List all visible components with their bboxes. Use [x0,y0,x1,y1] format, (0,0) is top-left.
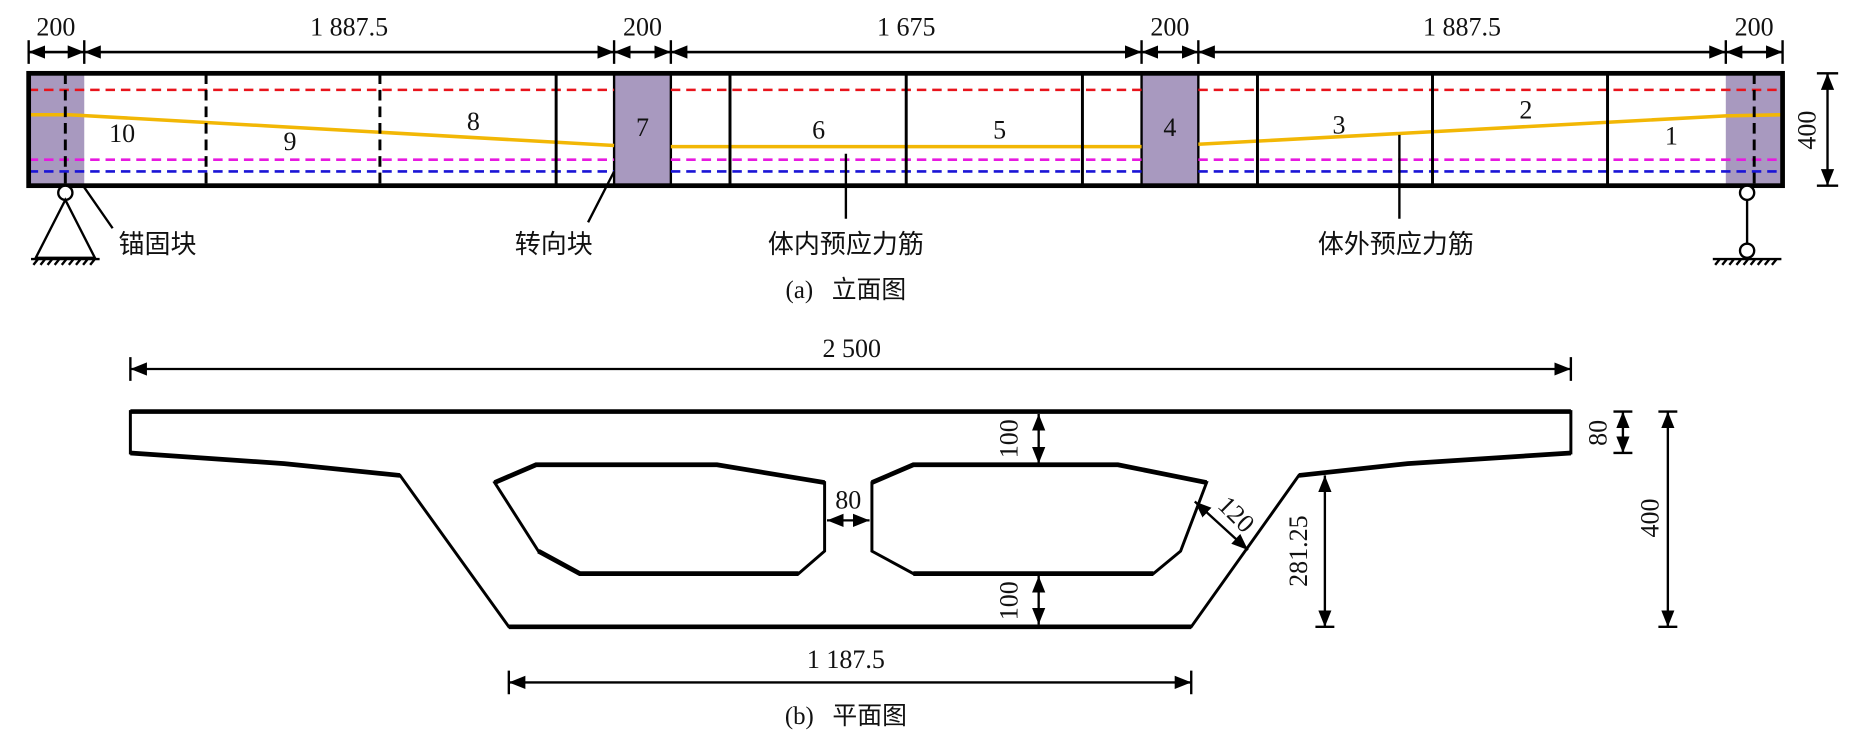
bottom-slab-text: 100 [994,581,1023,620]
web-thickness-dim [1193,500,1249,551]
height-dimension: 400 [1793,72,1839,187]
segment-number: 10 [109,119,135,148]
segment-number: 6 [812,115,825,144]
web-gap-text: 80 [835,486,861,515]
span-dim: 200 [1150,12,1189,41]
total-width-text: 2 500 [823,334,882,363]
elevation-view: 200 1 887.5 200 1 675 200 1 887.5 200 40… [26,12,1839,304]
top-slab-text: 100 [994,419,1023,458]
span-dimension-line [27,40,1784,64]
anchor-block-left [28,73,85,186]
segment-number: 1 [1665,121,1678,150]
height-dim-text: 400 [1793,111,1822,150]
segment-lines [63,73,1756,186]
total-width-dimension: 2 500 [129,334,1573,381]
segment-number: 7 [636,113,649,142]
roller-support-right [1712,184,1782,266]
anchor-block-label: 锚固块 [119,230,197,259]
right-cell [870,463,1209,576]
bottom-width-text: 1 187.5 [807,645,885,674]
total-height-text: 400 [1635,499,1664,538]
section-caption: (b) 平面图 [785,703,907,730]
left-cell [492,463,827,576]
leader-lines [82,134,1401,229]
segment-number: 9 [284,127,297,156]
span-dim: 200 [623,12,662,41]
span-dim: 1 887.5 [310,12,388,41]
internal-tendon-label: 体内预应力筋 [768,230,924,259]
segment-number: 3 [1333,111,1346,140]
external-tendon-label: 体外预应力筋 [1318,230,1474,259]
web-thickness-text: 120 [1212,490,1260,538]
span-dim: 200 [1735,12,1774,41]
segment-number: 5 [993,115,1006,144]
cross-section-view: 2 500 100 100 80 120 80 281.25 400 1 187… [128,334,1678,730]
segment-number: 4 [1163,113,1176,142]
span-dim: 200 [36,12,75,41]
pin-support-left [31,184,100,266]
elevation-caption: (a) 立面图 [786,276,907,304]
deviator-block-4 [1140,72,1200,187]
deviator-block-label: 转向块 [515,230,593,259]
web-height-text: 281.25 [1284,515,1313,587]
span-dim: 1 675 [877,12,936,41]
segment-number: 2 [1519,95,1532,124]
beam-outline [26,70,1785,189]
span-dim: 1 887.5 [1423,12,1501,41]
flange-thickness-text: 80 [1583,420,1612,446]
segment-number: 8 [467,107,480,136]
